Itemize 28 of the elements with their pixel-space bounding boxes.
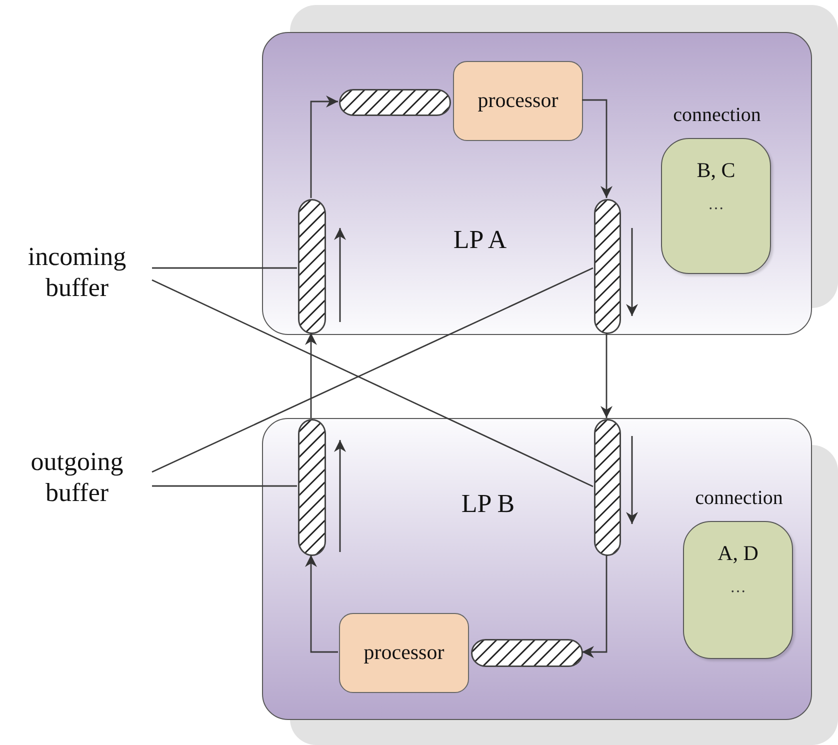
processor-box: processor <box>453 61 583 141</box>
callout-text: outgoing buffer <box>8 443 146 511</box>
connection-list: A, D <box>684 540 792 566</box>
hatched-buffer-bar <box>298 419 326 556</box>
connection-heading: connection <box>672 103 762 127</box>
lp-panel <box>262 32 812 335</box>
hatched-buffer-bar <box>594 419 621 556</box>
arrow <box>305 333 317 418</box>
lp-panel <box>262 418 812 720</box>
hatched-buffer-bar <box>298 199 326 334</box>
arrow <box>305 555 338 653</box>
connection-heading: connection <box>694 486 784 510</box>
leader-line <box>152 267 297 269</box>
ellipsis: … <box>707 195 725 215</box>
hatched-buffer-bar <box>594 199 621 334</box>
callout-text: incoming buffer <box>8 238 146 306</box>
panel-label: LP B <box>460 491 516 517</box>
leader-line <box>152 485 297 487</box>
panel-label: LP A <box>452 227 508 253</box>
arrow <box>310 96 338 198</box>
connection-list: B, C <box>662 157 770 183</box>
arrow <box>600 333 612 418</box>
processor-box: processor <box>339 613 469 693</box>
arrow <box>582 555 608 658</box>
hatched-buffer-bar <box>471 639 583 667</box>
ellipsis: … <box>729 578 747 598</box>
hatched-buffer-bar <box>339 89 451 116</box>
arrow <box>582 99 612 198</box>
